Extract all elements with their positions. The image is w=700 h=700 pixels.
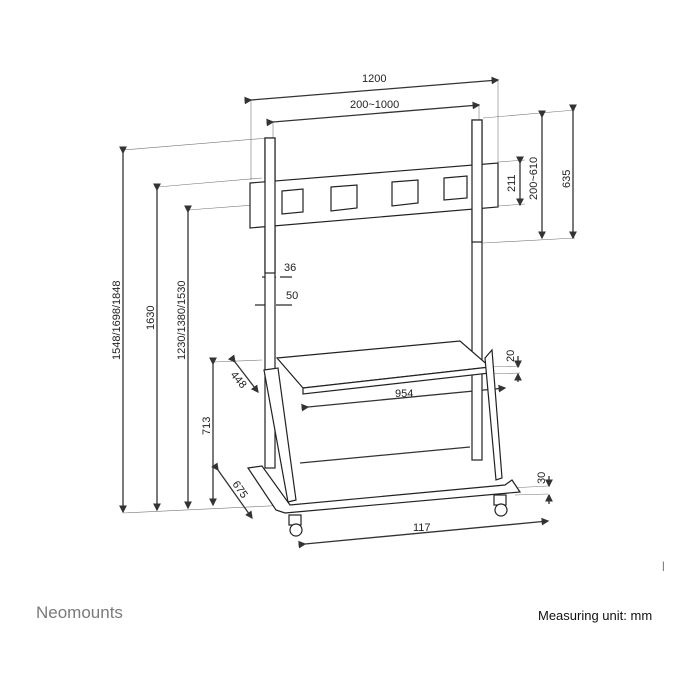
dim-954: 954 [395,388,413,400]
dim-675: 675 [230,479,250,501]
dim-200-1000: 200~1000 [350,99,399,111]
mounting-plate [249,162,499,229]
dim-635: 635 [561,170,573,188]
measuring-unit-note: Measuring unit: mm [538,608,653,623]
dimension-lines [119,76,577,549]
extension-lines [122,80,576,514]
base-frame [246,465,522,514]
dim-20: 20 [505,350,517,362]
stand [246,119,522,537]
dim-200-610: 200~610 [528,157,540,200]
caster-left [288,514,303,537]
dim-1630: 1630 [145,306,157,330]
dim-713: 713 [201,417,213,435]
dim-211: 211 [506,174,518,192]
dim-448: 448 [228,369,249,391]
left-leg [263,367,297,503]
dim-36: 36 [284,262,296,274]
corner-mark: | [662,561,665,572]
dimension-labels: 1200 200~1000 211 200~610 635 1548/1698/… [111,73,573,534]
brand-logo-text: Neomounts [36,603,123,622]
caster-right [493,494,508,517]
dim-50: 50 [286,290,298,302]
dim-total-height: 1548/1698/1848 [111,280,123,360]
right-leg [484,348,503,481]
dim-center-heights: 1230/1380/1530 [176,280,188,360]
dim-117: 117 [413,522,431,534]
dim-1200: 1200 [362,73,386,85]
dim-30: 30 [536,472,548,484]
